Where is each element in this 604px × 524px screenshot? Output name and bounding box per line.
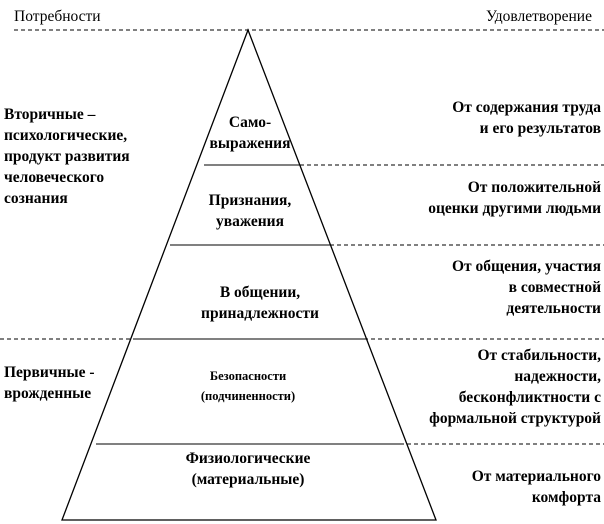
satisfaction-self-expression: От содержания труда и его результатов bbox=[452, 99, 601, 137]
pyramid-triangle bbox=[61, 28, 437, 521]
satisfaction-belonging: От общения, участия в совместной деятель… bbox=[451, 258, 601, 317]
level-recognition: Признания, уважения bbox=[208, 192, 292, 230]
satisfaction-recognition: От положительной оценки другими людьми bbox=[428, 179, 601, 217]
level-belonging: В общении, принадлежности bbox=[201, 284, 319, 322]
secondary-needs-label: Вторичные – психологические, продукт раз… bbox=[4, 106, 130, 207]
satisfaction-physiological: От материального комфорта bbox=[471, 468, 601, 506]
needs-header: Потребности bbox=[14, 8, 101, 25]
level-self-expression: Само- выражения bbox=[209, 114, 291, 152]
satisfaction-safety: От стабильности, надежности, бесконфликт… bbox=[429, 347, 601, 427]
satisfaction-header: Удовлетворение bbox=[485, 8, 592, 25]
primary-needs-label: Первичные - врожденные bbox=[4, 364, 95, 402]
level-safety: Безопасности (подчиненности) bbox=[200, 369, 296, 403]
level-physiological: Физиологические (материальные) bbox=[185, 450, 311, 488]
